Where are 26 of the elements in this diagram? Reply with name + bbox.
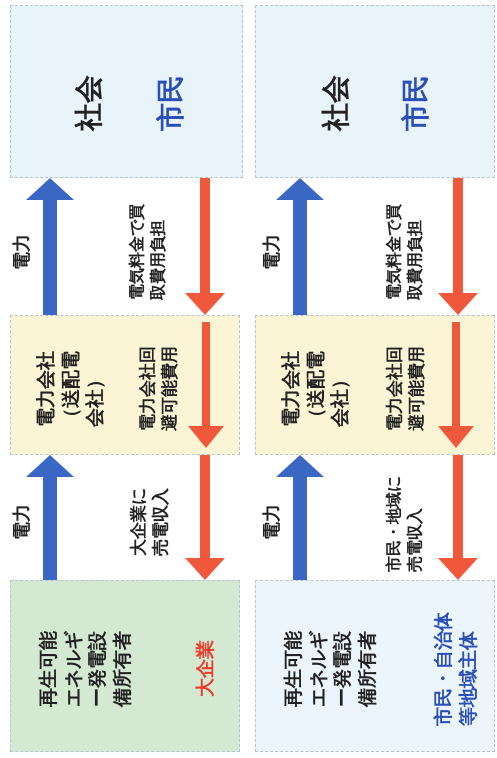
arrow: [185, 178, 225, 315]
box-text: 電力会社回避可能費用: [384, 345, 428, 431]
box-text: 再生可能エネルギー発電設備所有者: [282, 630, 380, 707]
entity-box: [10, 580, 240, 752]
box-text: 電力会社回避可能費用: [136, 345, 181, 431]
box-text: 電力会社（送配電会社）: [34, 350, 108, 427]
box-text: 市民・自治体等地域主体: [431, 611, 480, 726]
box-text: 大企業: [194, 639, 218, 697]
box-text: 市民: [398, 74, 433, 131]
entity-box: [255, 5, 495, 178]
entity-box: [255, 315, 495, 455]
box-text: 社会: [70, 74, 106, 131]
box-text: 市民: [152, 74, 188, 131]
box-text: 再生可能エネルギー発電設備所有者: [36, 630, 135, 707]
arrow: [185, 455, 225, 580]
entity-box: [10, 5, 243, 178]
arrow: [276, 178, 324, 315]
arrow: [26, 178, 74, 315]
arrow: [26, 455, 74, 580]
arrow: [276, 455, 324, 580]
arrow: [438, 455, 478, 580]
arrow: [438, 178, 478, 315]
box-text: 社会: [318, 74, 353, 131]
entity-box: [10, 315, 240, 455]
box-text: 電力会社（送配電会社）: [278, 350, 352, 427]
entity-box: [255, 580, 495, 752]
